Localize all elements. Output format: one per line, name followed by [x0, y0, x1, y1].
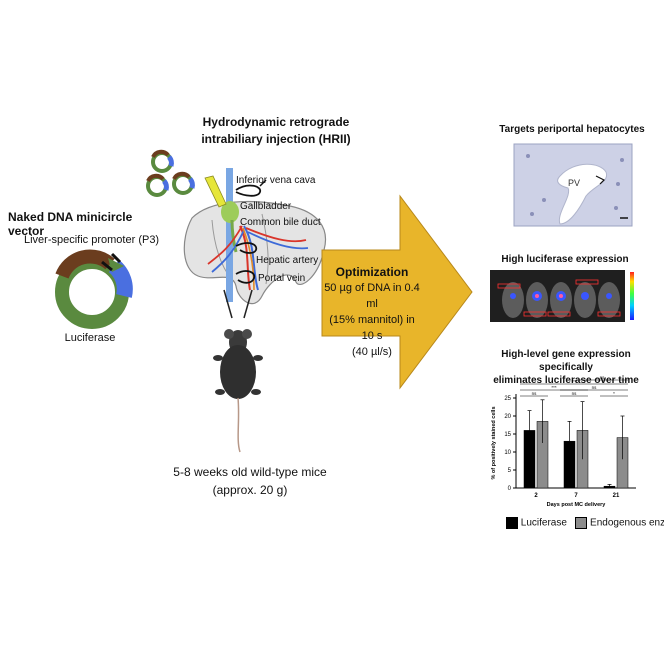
promoter-label: Liver-specific promoter (P3)	[24, 234, 160, 246]
optimization-line2: (15% mannitol) in 10 s	[329, 314, 415, 342]
imaging-title: High luciferase expression	[501, 254, 629, 265]
gene-label: Luciferase	[64, 332, 116, 344]
label-inferior-vena-cava: Inferior vena cava	[236, 175, 316, 186]
y-tick-label: 10	[504, 450, 511, 456]
optimization-box: Optimization 50 µg of DNA in 0.4 ml (15%…	[322, 264, 422, 360]
legend-label-luciferase: Luciferase	[520, 517, 567, 529]
label-common-bile-duct: Common bile duct	[240, 217, 321, 228]
hrii-title: Hydrodynamic retrograde intrabiliary inj…	[176, 114, 376, 148]
significance-label: ns	[600, 376, 606, 380]
liver-illustration	[183, 168, 326, 305]
histology-title: Targets periportal hepatocytes	[499, 124, 645, 135]
optimization-title: Optimization	[335, 265, 409, 279]
pv-label: PV	[568, 178, 581, 188]
legend-swatch-endogenous	[575, 517, 588, 529]
x-tick-label: 2	[534, 493, 538, 499]
legend-swatch-luciferase	[506, 517, 518, 529]
mice-line2: (approx. 20 g)	[212, 483, 288, 497]
chart-axes	[513, 394, 636, 489]
histology-image	[513, 143, 633, 227]
x-tick-label: 21	[613, 493, 620, 499]
small-plasmids-icon	[146, 149, 195, 197]
significance-label: ***	[571, 379, 577, 384]
y-tick-label: 20	[504, 414, 511, 420]
significance-label: ns	[592, 385, 598, 390]
optimization-line3: (40 µl/s)	[352, 346, 392, 358]
chart-title-line2: eliminates luciferase over time	[493, 375, 639, 386]
y-tick-label: 15	[504, 432, 511, 438]
mice-caption: 5-8 weeks old wild-type mice (approx. 20…	[160, 463, 340, 499]
chart-title: High-level gene expression specifically …	[476, 348, 656, 387]
x-axis-label: Days post MC delivery	[547, 502, 607, 508]
significance-label: *	[613, 391, 615, 396]
chart-legend: Luciferase Endogenous enzyme	[506, 517, 664, 529]
mouse-illustration	[213, 289, 263, 453]
chart-title-line1: High-level gene expression specifically	[501, 349, 631, 373]
y-tick-label: 5	[508, 468, 512, 474]
color-scale-bar	[630, 272, 634, 320]
y-tick-label: 25	[504, 396, 511, 402]
label-gallbladder: Gallbladder	[240, 201, 292, 212]
x-tick-label: 7	[574, 493, 578, 499]
optimization-arrow	[321, 194, 473, 390]
legend-label-endogenous: Endogenous enzyme	[590, 517, 664, 529]
bioluminescence-imaging	[490, 270, 625, 322]
mice-line1: 5-8 weeks old wild-type mice	[173, 465, 327, 479]
significance-label: ***	[551, 385, 557, 390]
significance-label: ns	[572, 391, 578, 396]
y-axis-label: % of positively stained cells	[491, 406, 497, 479]
y-tick-label: 0	[508, 486, 512, 492]
optimization-line1: 50 µg of DNA in 0.4 ml	[324, 282, 420, 310]
label-hepatic-artery: Hepatic artery	[256, 255, 319, 266]
hrii-title-line2: intrabiliary injection (HRII)	[201, 132, 351, 146]
minicircle-title: Naked DNA minicircle vector	[8, 210, 133, 238]
minicircle-plasmid-icon	[55, 249, 133, 329]
label-portal-vein: Portal vein	[258, 273, 306, 284]
significance-label: ns	[532, 391, 538, 396]
chart-bars	[523, 399, 629, 489]
hrii-title-line1: Hydrodynamic retrograde	[202, 115, 350, 129]
